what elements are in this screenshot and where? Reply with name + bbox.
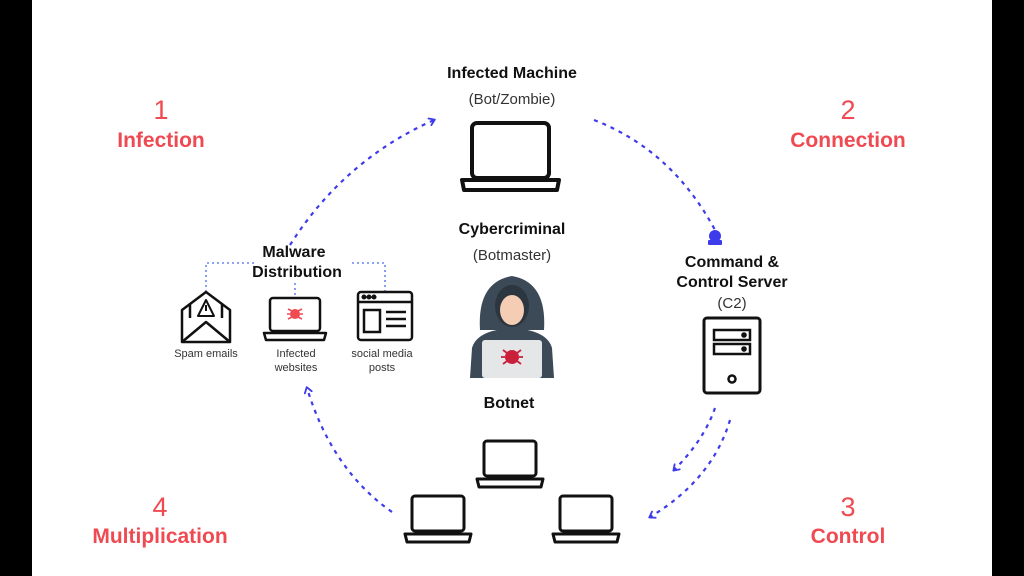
infected-machine-title: Infected Machine	[447, 65, 577, 82]
botnet-laptops	[403, 439, 621, 544]
c2-server-icon	[702, 316, 762, 395]
botnet-laptop-icon	[475, 439, 545, 489]
lifecycle-arrows	[289, 117, 732, 519]
step-3-number: 3	[840, 492, 856, 522]
arrow-multiplication	[303, 386, 393, 513]
arrow-control-2	[648, 419, 732, 519]
arrow-infection	[289, 117, 436, 246]
step-3-name: Control	[810, 525, 886, 548]
channel-infected-label-line1: Infected	[276, 348, 316, 360]
c2-subtitle: (C2)	[717, 295, 747, 312]
step-4-number: 4	[152, 492, 168, 522]
c2-title-line1: Command &	[684, 254, 780, 271]
malware-title-line2: Distribution	[252, 264, 342, 281]
channel-social-label-line2: posts	[368, 362, 396, 374]
step-4-name: Multiplication	[92, 525, 228, 548]
browser-window-icon	[356, 290, 414, 342]
cybercriminal-title: Cybercriminal	[458, 221, 566, 238]
cybercriminal-subtitle: (Botmaster)	[472, 247, 552, 264]
step-1-number: 1	[153, 95, 169, 125]
hacker-icon	[470, 276, 554, 378]
channel-social-label-line1: social media	[351, 348, 413, 360]
arrow-control-1	[672, 407, 717, 472]
botnet-laptop-icon	[551, 494, 621, 544]
channel-infected-label-line2: websites	[274, 362, 318, 374]
diagram-graphics	[180, 117, 762, 544]
step-2-number: 2	[840, 95, 856, 125]
envelope-warning-icon	[180, 290, 232, 344]
malware-title-line1: Malware	[262, 244, 326, 261]
botnet-laptop-icon	[403, 494, 473, 544]
infected-laptop-icon	[262, 296, 328, 342]
infected-machine-subtitle: (Bot/Zombie)	[468, 91, 556, 108]
step-1-name: Infection	[117, 129, 205, 152]
infected-machine-laptop-icon	[460, 121, 561, 192]
malware-connectors	[205, 262, 386, 296]
arrow-connection	[593, 118, 716, 231]
channel-spam-label: Spam emails	[174, 348, 238, 360]
bot-node-icon	[708, 230, 722, 245]
step-2-name: Connection	[790, 129, 906, 152]
botnet-lifecycle-diagram: 1 Infection 2 Connection 3 Control 4 Mul…	[32, 0, 992, 576]
botnet-title: Botnet	[483, 395, 535, 412]
c2-title-line2: Control Server	[676, 274, 788, 291]
